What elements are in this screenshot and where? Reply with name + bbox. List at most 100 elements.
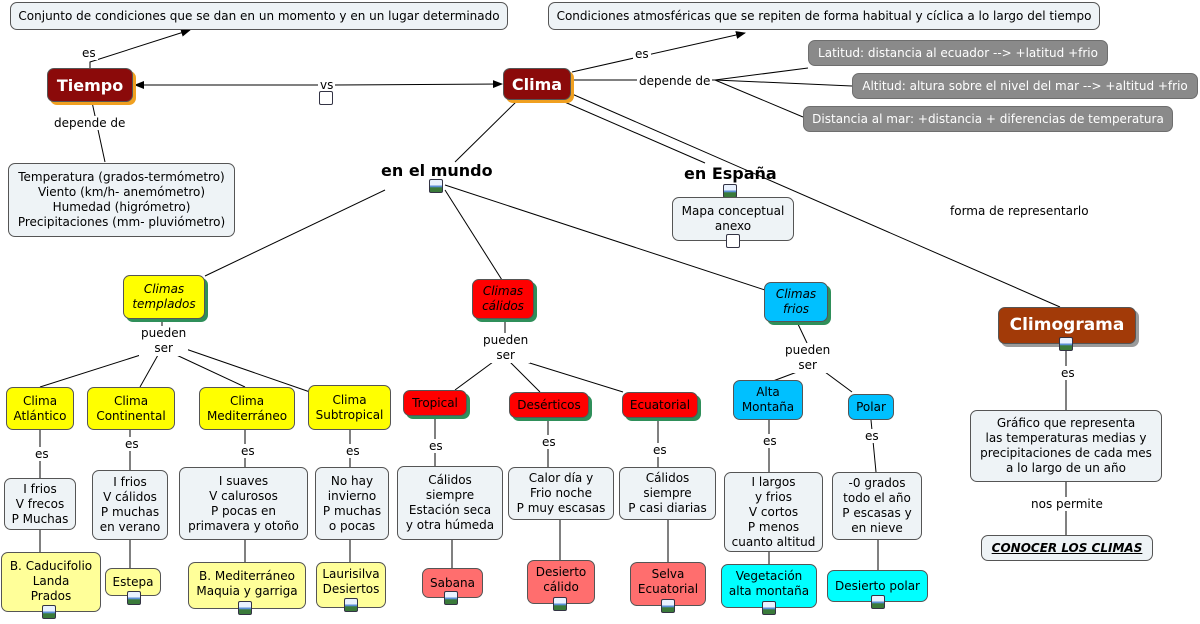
selva-ecuatorial-vegetation[interactable]: Selva Ecuatorial <box>630 562 706 606</box>
selva-0: Selva <box>651 567 685 581</box>
templados-line-0: Climas <box>143 282 185 296</box>
forma-label: forma de representarlo <box>948 204 1091 218</box>
concept-map-icon[interactable] <box>726 234 740 248</box>
alta-veg-0: Vegetación <box>735 569 803 583</box>
image-icon[interactable] <box>127 591 141 605</box>
alta-desc-0: I largos <box>751 474 796 489</box>
alta-desc-3: P menos <box>747 519 800 534</box>
ecuatorial-node[interactable]: Ecuatorial <box>622 392 698 418</box>
tropical-es-label: es <box>427 439 445 453</box>
vs-label: vs <box>318 78 336 92</box>
pueden-word: pueden <box>785 343 831 357</box>
mediterraneo-name-1: Mediterráneo <box>206 408 288 423</box>
continental-desc-0: I frios <box>113 475 147 489</box>
image-icon[interactable] <box>444 591 458 605</box>
desierto-calido-0: Desierto <box>535 565 587 579</box>
ecuatorial-es-label: es <box>651 443 669 457</box>
climo-def-0: Gráfico que representa <box>996 416 1136 430</box>
tiempo-es-label: es <box>80 46 98 60</box>
deserticos-es-label: es <box>540 435 558 449</box>
mapa-line-0: Mapa conceptual <box>681 204 785 218</box>
clima-node[interactable]: Clima <box>503 68 571 100</box>
continental-desc-3: en verano <box>99 520 161 534</box>
subtropical-veg-0: Laurisilva <box>322 567 380 581</box>
subtropical-es-label: es <box>344 444 362 458</box>
deserticos-desc: Calor día y Frio noche P muy escasas <box>508 467 614 520</box>
clima-es-label: es <box>633 47 651 61</box>
alta-veg-1: alta montaña <box>728 584 810 598</box>
mediterraneo-desc: I suaves V calurosos P pocas en primaver… <box>179 467 308 540</box>
deserticos-desc-0: Calor día y <box>528 471 594 485</box>
image-icon[interactable] <box>661 599 675 613</box>
frios-line-0: Climas <box>775 287 817 301</box>
atlantico-desc: I frios V frecos P Muchas <box>4 478 76 530</box>
mapa-conceptual-node[interactable]: Mapa conceptual anexo <box>672 197 794 241</box>
clima-mediterraneo-node[interactable]: Clima Mediterráneo <box>199 387 295 430</box>
continental-desc-1: V cálidos <box>103 490 157 504</box>
atlantico-vegetation[interactable]: B. Caducifolio Landa Prados <box>1 552 101 612</box>
climo-def-1: las temperaturas medias y <box>985 431 1147 445</box>
mediterraneo-veg-1: Maquia y garriga <box>196 584 298 598</box>
image-icon[interactable] <box>1059 337 1073 351</box>
clima-depende-label: depende de <box>637 74 713 88</box>
tropical-node[interactable]: Tropical <box>403 390 467 416</box>
mediterraneo-es-label: es <box>239 444 257 458</box>
ser-word: ser <box>154 341 173 355</box>
polar-desc: -0 grados todo el año P escasas y en nie… <box>832 472 922 540</box>
ser-word: ser <box>798 358 817 372</box>
subtropical-desc-1: invierno <box>327 488 377 503</box>
polar-node[interactable]: Polar <box>848 394 894 420</box>
permite-label: nos permite <box>1029 497 1105 511</box>
image-icon[interactable] <box>42 605 56 619</box>
mediterraneo-vegetation[interactable]: B. Mediterráneo Maquia y garriga <box>188 562 306 609</box>
climas-templados-node[interactable]: Climas templados <box>123 275 205 319</box>
alta-montana-vegetation[interactable]: Vegetación alta montaña <box>721 564 817 608</box>
deserticos-node[interactable]: Desérticos <box>509 392 589 418</box>
atlantico-veg-0: B. Caducifolio <box>9 559 93 573</box>
climas-calidos-node[interactable]: Climas cálidos <box>472 279 534 319</box>
climo-def-3: a lo largo de un año <box>1006 461 1126 475</box>
ser-word: ser <box>496 348 515 362</box>
calidos-line-1: cálidos <box>482 299 524 313</box>
tropical-desc-2: Estación seca <box>408 503 492 517</box>
selva-1: Ecuatorial <box>637 582 699 596</box>
ecuatorial-desc-1: siempre <box>643 486 692 500</box>
mediterraneo-veg-0: B. Mediterráneo <box>199 569 295 583</box>
alta-montana-node[interactable]: Alta Montaña <box>733 380 803 420</box>
conocer-climas-link[interactable]: CONOCER LOS CLIMAS <box>981 535 1153 561</box>
clima-atlantico-node[interactable]: Clima Atlántico <box>6 387 74 430</box>
polar-desc-3: en nieve <box>851 521 903 535</box>
en-espana-label: en España <box>684 164 777 183</box>
image-icon[interactable] <box>344 598 358 612</box>
image-icon[interactable] <box>723 184 737 198</box>
continental-name-0: Clima <box>113 393 149 408</box>
pueden-word: pueden <box>141 326 187 340</box>
desierto-calido-1: cálido <box>543 580 579 594</box>
alta-desc-4: cuanto altitud <box>731 534 816 549</box>
document-icon[interactable] <box>319 91 333 105</box>
image-icon[interactable] <box>429 179 443 193</box>
continental-vegetation[interactable]: Estepa <box>105 568 161 596</box>
image-icon[interactable] <box>238 601 252 615</box>
image-icon[interactable] <box>762 601 776 615</box>
ecuatorial-desc-0: Cálidos <box>645 471 690 485</box>
subtropical-desc: No hay invierno P muchas o pocas <box>315 467 389 540</box>
tiempo-node[interactable]: Tiempo <box>47 68 133 102</box>
templados-pueden-label: pueden ser <box>139 326 189 356</box>
frios-pueden-label: pueden ser <box>783 343 833 373</box>
image-icon[interactable] <box>553 597 567 611</box>
clima-definition: Condiciones atmosféricas que se repiten … <box>548 2 1100 30</box>
climas-frios-node[interactable]: Climas frios <box>764 282 828 322</box>
clima-continental-node[interactable]: Clima Continental <box>87 387 175 430</box>
alta-name-0: Alta <box>756 385 780 399</box>
mediterraneo-desc-1: V calurosos <box>209 488 278 503</box>
clima-subtropical-node[interactable]: Clima Subtropical <box>308 385 391 430</box>
mediterraneo-name-0: Clima <box>229 393 265 408</box>
continental-desc: I frios V cálidos P muchas en verano <box>92 470 168 540</box>
atlantico-name-1: Atlántico <box>13 408 67 423</box>
atlantico-desc-1: V frecos <box>15 496 65 511</box>
tiempo-var-1: Viento (km/h- anemómetro) <box>37 185 206 199</box>
desierto-calido-vegetation[interactable]: Desierto cálido <box>527 560 595 604</box>
subtropical-veg-1: Desiertos <box>322 582 380 596</box>
image-icon[interactable] <box>871 595 885 609</box>
